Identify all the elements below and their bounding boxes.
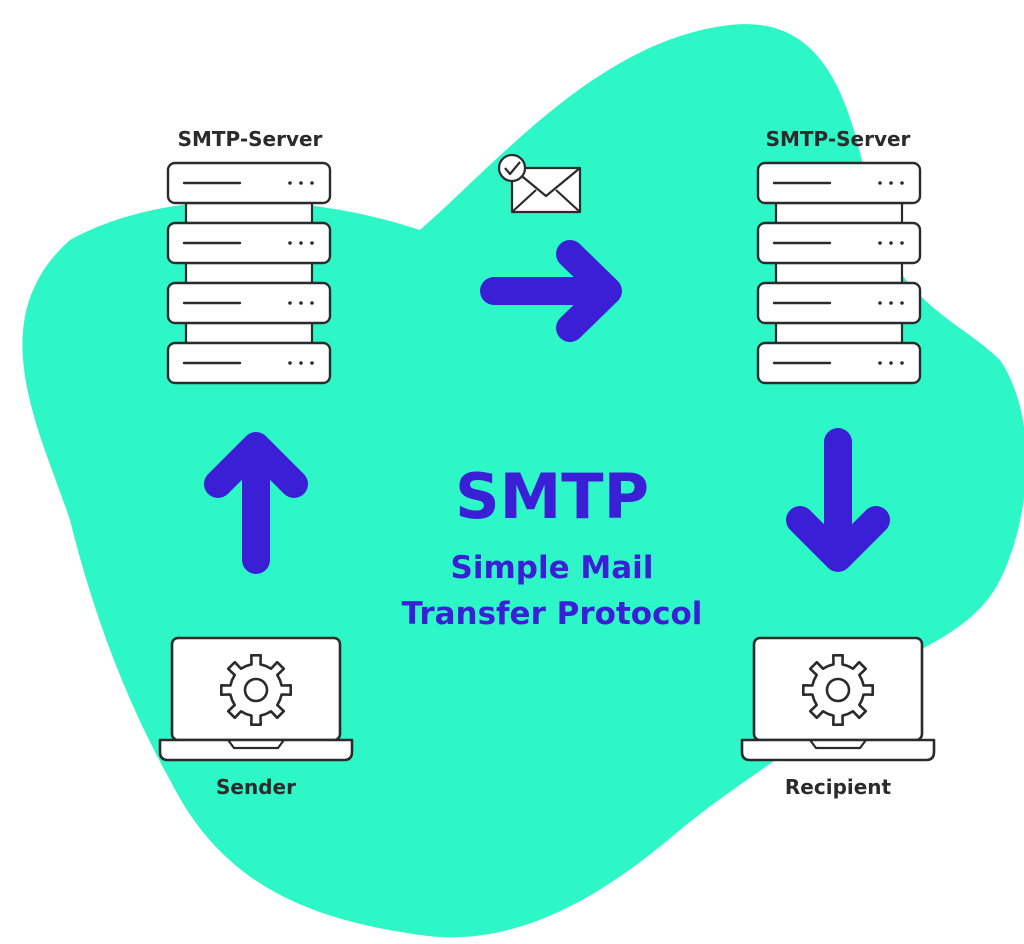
server-led-dot [889,241,893,245]
server-led-dot [288,181,292,185]
server-led-dot [878,181,882,185]
server-connector [774,321,904,345]
server-led-dot [900,301,904,305]
server-led-dot [299,181,303,185]
arrow-up-icon [204,432,308,574]
gear-hub [243,677,269,703]
server-led-dot [889,301,893,305]
server-led-dot [310,241,314,245]
server-unit [166,341,332,385]
server-led-dot [310,301,314,305]
smtp-subtitle-line1: Simple Mail [451,550,654,586]
server-unit [756,161,922,205]
server-led-dot [310,181,314,185]
envelope-check-icon [497,153,582,214]
recipient-label: Recipient [785,775,892,799]
server-led-dot [310,361,314,365]
server-led-dot [288,361,292,365]
server-led-dot [878,241,882,245]
server-led-dot [288,301,292,305]
recipient-laptop-icon [740,636,936,762]
server-led-dot [900,361,904,365]
server-led-dot [288,241,292,245]
server-led-dot [299,301,303,305]
arrow-right-icon [480,240,622,342]
server-led-dot [878,361,882,365]
laptop-notch [227,739,285,750]
server-led-dot [900,241,904,245]
server-unit [166,221,332,265]
laptop-notch [809,739,867,750]
server-connector [184,201,314,225]
server-led-dot [299,241,303,245]
server-unit [166,161,332,205]
server-led-dot [900,181,904,185]
left-server-rack-icon [166,161,332,385]
server-led-dot [878,301,882,305]
sender-laptop-icon [158,636,354,762]
laptop-base [740,738,936,762]
server-connector [774,261,904,285]
server-led-dot [889,181,893,185]
smtp-title: SMTP [455,460,649,533]
arrow-down-icon [786,428,890,572]
server-connector [184,261,314,285]
sender-label: Sender [216,775,296,799]
server-unit [166,281,332,325]
server-unit [756,281,922,325]
server-connector [184,321,314,345]
server-unit [756,221,922,265]
server-led-dot [889,361,893,365]
server-led-dot [299,361,303,365]
right-server-rack-icon [756,161,922,385]
gear-hub [825,677,851,703]
right-server-label: SMTP-Server [766,127,911,151]
server-unit [756,341,922,385]
laptop-base [158,738,354,762]
server-connector [774,201,904,225]
left-server-label: SMTP-Server [178,127,323,151]
smtp-subtitle-line2: Transfer Protocol [402,596,703,632]
